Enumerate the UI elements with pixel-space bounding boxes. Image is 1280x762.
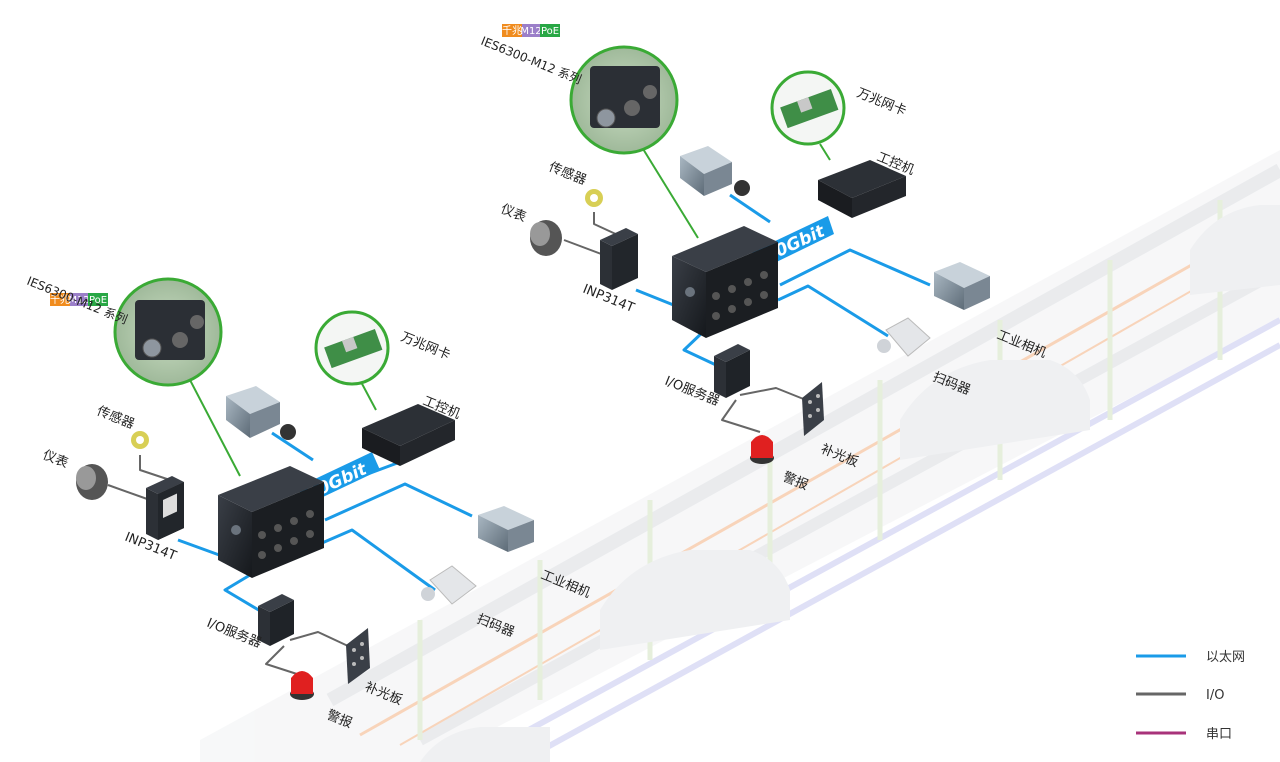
eth-link-scanner: [321, 528, 436, 592]
eth-link-camera: [271, 431, 314, 462]
switch-port-detail: [135, 300, 205, 360]
io-link-sensor: [593, 212, 621, 237]
ies6300-switch-icon: [218, 466, 324, 578]
tag-poe: [540, 24, 560, 37]
nic-pointer: [359, 379, 377, 411]
label-meter: 仪表: [41, 448, 71, 472]
eth-link-camera2: [324, 482, 473, 522]
switch-port-detail: [590, 66, 660, 128]
label-io-server: I/O服务器: [663, 373, 722, 409]
io-link-light: [739, 387, 807, 401]
industrial-camera-2-icon: [478, 506, 534, 552]
tag-m12-text: M12: [68, 295, 89, 306]
io-link-sensor: [139, 455, 171, 481]
light-board-icon: [346, 628, 370, 684]
tag-gigabit: [50, 293, 70, 306]
scanner-icon: [877, 317, 931, 357]
zoom-pointer: [639, 143, 699, 239]
tag-m12: [522, 24, 540, 37]
nic-card-icon: [780, 89, 839, 129]
legend: 以太网 I/O 串口: [1136, 650, 1245, 742]
io-link-meter: [563, 239, 605, 256]
io-link-alarm: [721, 399, 761, 433]
alarm-light-icon: [750, 435, 774, 464]
label-io-server: I/O服务器: [205, 615, 264, 651]
nic-pointer: [819, 143, 831, 161]
ipc-icon: [818, 160, 906, 218]
sensor-icon: [131, 431, 149, 449]
inp314t-device-icon: [146, 476, 184, 540]
inp314t-device-icon: [600, 228, 638, 290]
io-server-icon: [258, 594, 294, 646]
io-link-alarm: [265, 645, 301, 676]
meter-icon: [530, 220, 562, 256]
ies6300-switch-icon: [672, 226, 778, 338]
light-board-icon: [802, 382, 824, 436]
legend-item-io: I/O: [1136, 688, 1224, 703]
feature-tags: 千兆 M12 PoE: [502, 24, 560, 37]
eth-link-camera2: [779, 248, 931, 287]
industrial-camera-icon: [226, 386, 296, 440]
feature-tags: 千兆 M12 PoE: [50, 293, 108, 306]
legend-label-serial: 串口: [1206, 727, 1232, 742]
eth-link-io-server: [682, 328, 717, 367]
sensor-icon: [585, 189, 603, 207]
zoom-pointer: [189, 379, 241, 477]
label-sensor: 传感器: [95, 403, 137, 432]
io-link-meter: [107, 484, 151, 501]
legend-label-ethernet: 以太网: [1206, 650, 1245, 665]
tag-poe-text: PoE: [541, 26, 559, 37]
tag-poe: [88, 293, 108, 306]
eth-link-camera: [729, 193, 771, 224]
legend-item-serial: 串口: [1136, 727, 1232, 742]
nic-card-icon: [324, 329, 383, 369]
tag-poe-text: PoE: [89, 295, 107, 306]
industrial-camera-2-icon: [934, 262, 990, 310]
scanner-icon: [421, 565, 477, 605]
io-link-light: [289, 631, 349, 647]
label-nic: 万兆网卡: [855, 86, 909, 119]
industrial-camera-icon: [680, 146, 750, 196]
legend-item-ethernet: 以太网: [1136, 650, 1245, 665]
ipc-icon: [362, 404, 455, 466]
tag-m12-text: M12: [520, 26, 541, 37]
alarm-light-icon: [290, 671, 314, 700]
label-sensor: 传感器: [547, 159, 589, 188]
tag-gigabit: [502, 24, 522, 37]
label-meter: 仪表: [499, 202, 529, 226]
tag-gigabit-text: 千兆: [502, 25, 522, 37]
production-line-background: [200, 150, 1280, 762]
series-label: IES6300-M12 系列: [479, 34, 583, 87]
eth-link-scanner: [777, 284, 889, 338]
tag-gigabit-text: 千兆: [50, 294, 70, 306]
eth-link-io-server: [223, 573, 263, 614]
eth-link-inp: [177, 538, 223, 558]
label-nic: 万兆网卡: [399, 330, 453, 363]
tag-m12: [70, 293, 88, 306]
io-server-icon: [714, 344, 750, 398]
legend-label-io: I/O: [1206, 688, 1224, 703]
eth-link-inp: [635, 288, 677, 308]
meter-icon: [76, 464, 108, 500]
series-label: IES6300-M12 系列: [25, 274, 129, 327]
